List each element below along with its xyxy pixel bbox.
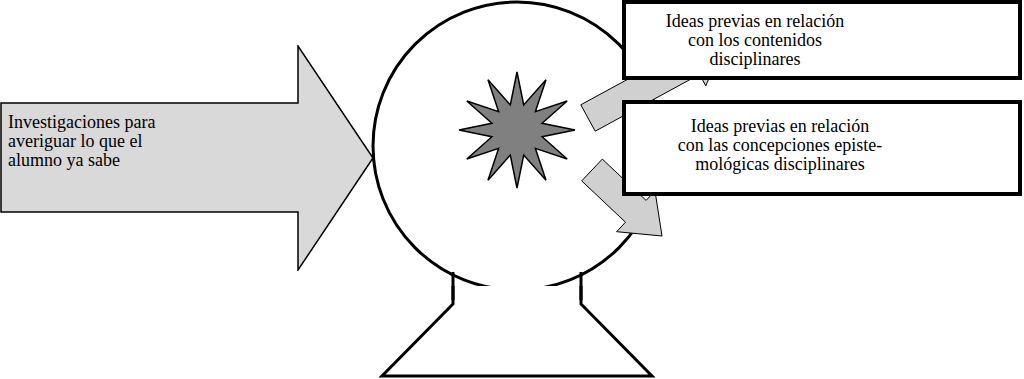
head-outline xyxy=(373,2,661,290)
concept-box: Ideas previas en relación con las concep… xyxy=(622,100,1022,196)
node-text: Ideas previas en relación con los conten… xyxy=(652,12,858,69)
head-neck xyxy=(382,286,652,376)
node-text: Ideas previas en relación con las concep… xyxy=(677,117,883,174)
input-arrow: Investigaciones para averiguar lo que el… xyxy=(0,45,375,271)
node-text: Investigaciones para averiguar lo que el… xyxy=(8,113,168,170)
idea-starburst xyxy=(459,72,575,188)
concept-box: Ideas previas en relación con los conten… xyxy=(622,0,1022,80)
neck-lines xyxy=(453,272,581,300)
arrow-shape xyxy=(1,46,373,270)
